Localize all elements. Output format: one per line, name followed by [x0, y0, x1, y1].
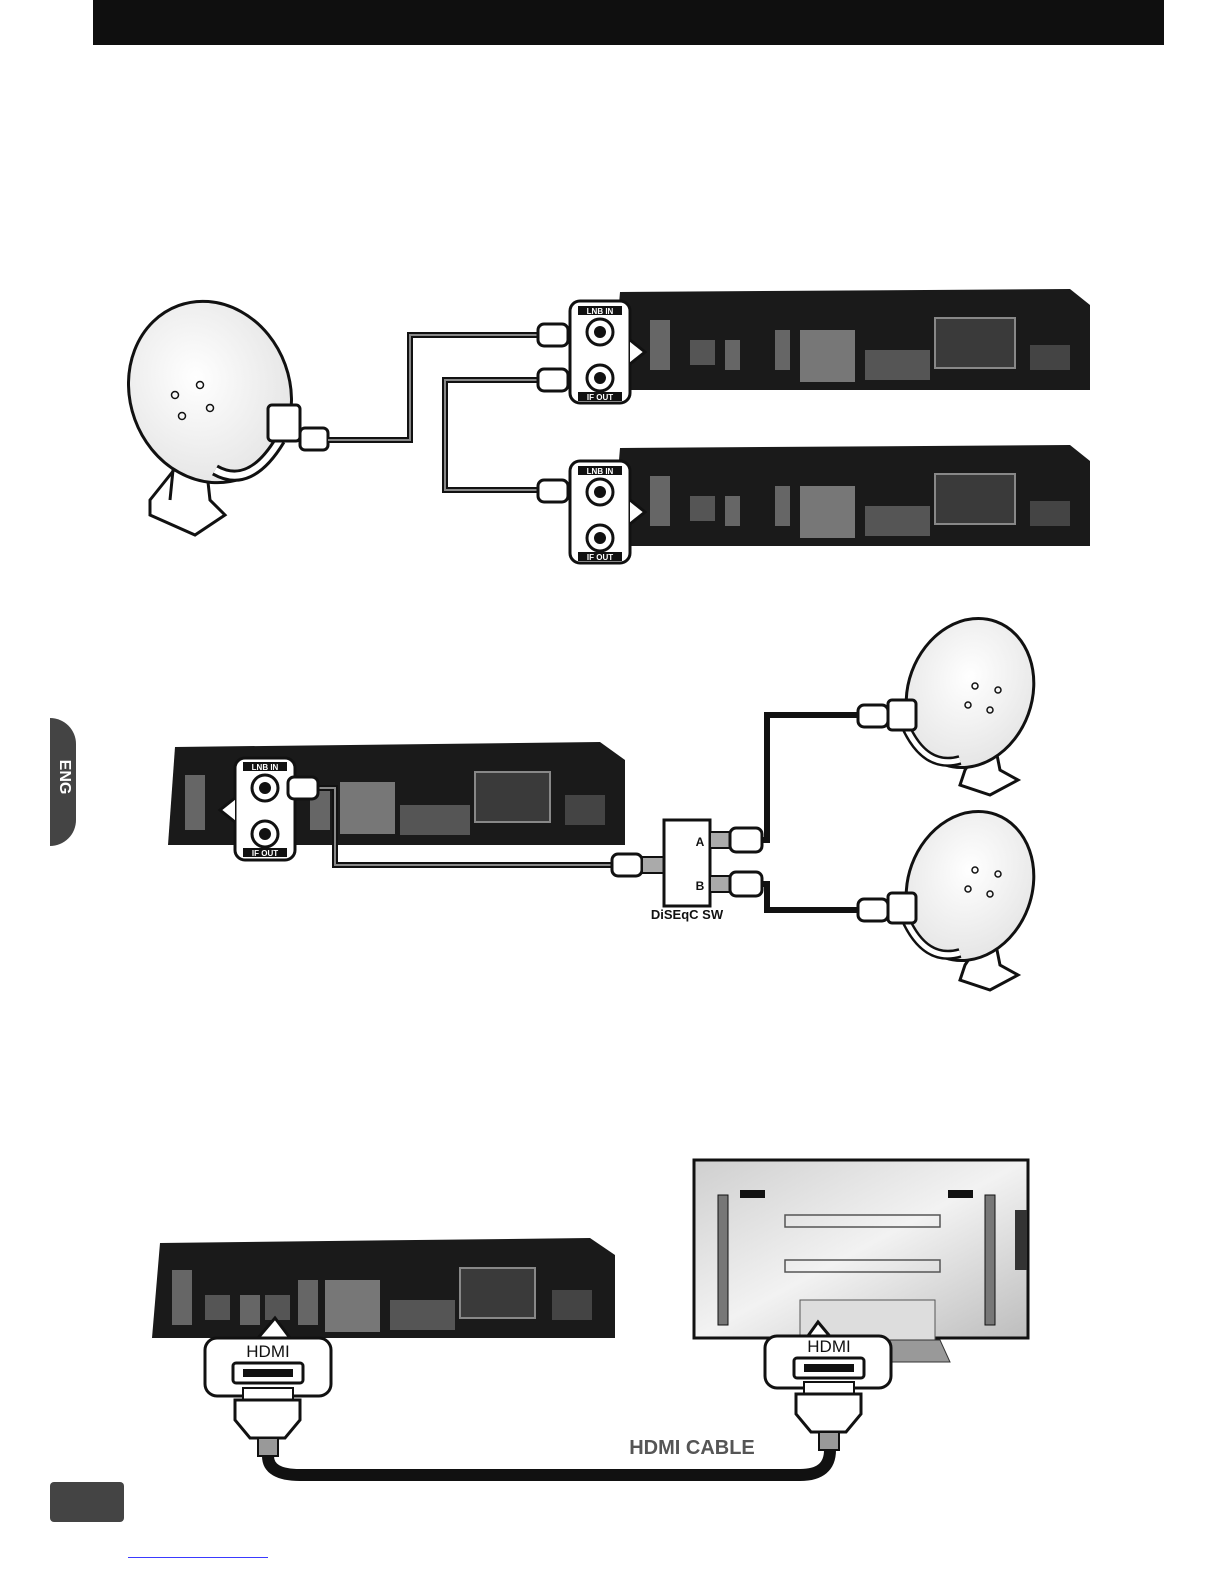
lnb-in-label: LNB IN [587, 307, 614, 316]
tv-rear [694, 1160, 1028, 1362]
switch-port-a: A [696, 835, 705, 849]
tv-hdmi-label: HDMI [807, 1337, 850, 1356]
switch-port-b: B [696, 879, 705, 893]
hdmi-plug-left [235, 1388, 300, 1456]
coax-cable-b [762, 884, 860, 910]
diseqc-switch: A B DiSEqC SW [651, 820, 762, 922]
coax-cable-a [762, 715, 860, 840]
receiver-rear-panel-1 [612, 289, 1090, 390]
diseqc-switch-label: DiSEqC SW [651, 907, 724, 922]
if-out-label: IF OUT [587, 393, 613, 402]
satellite-dish-3 [886, 793, 1055, 990]
satellite-dish-1 [103, 278, 316, 535]
if-out-label: IF OUT [587, 553, 613, 562]
coax-cable-2 [445, 380, 540, 490]
f-connector [300, 428, 328, 450]
lnb-in-label: LNB IN [252, 763, 279, 772]
receiver-rear-panel-4 [152, 1238, 615, 1338]
satellite-dish-2 [886, 600, 1055, 795]
receiver-rear-panel-2 [612, 445, 1090, 546]
if-out-label: IF OUT [252, 849, 278, 858]
hdmi-cable-label: HDMI CABLE [629, 1437, 755, 1459]
receiver-hdmi-label: HDMI [246, 1342, 289, 1361]
page-number-box [50, 1482, 124, 1522]
footer-link-underline [128, 1557, 268, 1558]
hdmi-plug-right [796, 1382, 861, 1450]
lnb-in-label: LNB IN [587, 467, 614, 476]
coax-cable-1 [328, 335, 540, 440]
